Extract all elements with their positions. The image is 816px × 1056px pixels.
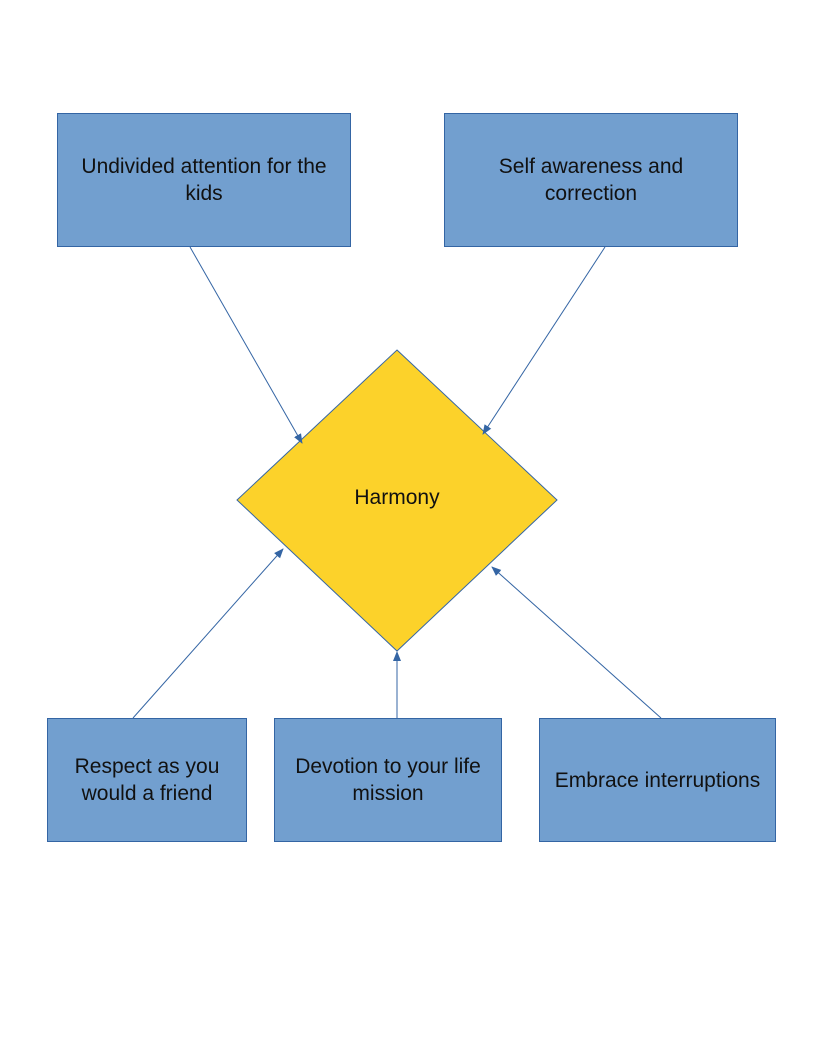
node-undivided-attention: Undivided attention for the kids	[57, 113, 351, 247]
harmony-label: Harmony	[354, 486, 440, 509]
arrow-interruptions-to-harmony	[491, 566, 662, 719]
arrow-respect-to-harmony	[132, 548, 284, 719]
arrow-attention-to-harmony	[189, 246, 303, 444]
node-self-awareness: Self awareness and correction	[444, 113, 738, 247]
node-respect: Respect as you would a friend	[47, 718, 247, 842]
node-devotion: Devotion to your life mission	[274, 718, 502, 842]
arrow-awareness-to-harmony	[482, 246, 606, 435]
node-embrace-interruptions: Embrace interruptions	[539, 718, 776, 842]
